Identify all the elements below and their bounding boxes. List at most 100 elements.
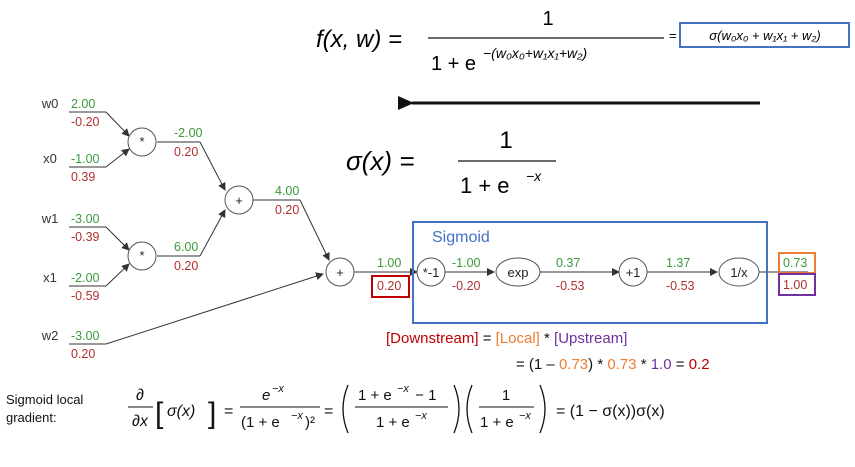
formula-boxed-text: σ(w₀x₀ + w₁x₁ + w₂) [709,28,820,43]
f2-num-tail: − 1 [411,387,436,404]
edge-grad: 0.20 [275,203,299,217]
formula-lhs: f(x, w) = [316,26,402,53]
sigmoid-group-label: Sigmoid [432,229,490,246]
rule-upstream: [Upstream] [554,330,627,347]
edge-grad: 1.00 [783,278,807,292]
op-label: * [139,248,144,263]
f2-den: 1 + e [376,414,410,431]
node-exp [495,257,541,287]
edge-grad: -0.53 [666,279,695,293]
local-grad-label-2: gradient: [6,410,57,425]
rule-mul: * [540,330,554,347]
output-grad-box [778,273,816,296]
rule-downstream: [Downstream] [386,330,479,347]
op-label: + [235,193,243,208]
bracket-right: ] [208,397,216,430]
input-value: 2.00 [71,97,95,111]
formula-boxed-frame [679,22,850,48]
eq-1: = [224,403,233,420]
edge-value: 1.37 [666,256,690,270]
input-name: w1 [41,211,59,226]
calc-part: ) * [588,356,607,373]
f2-num-exp: −x [397,383,409,395]
calc-local-value: 0.73 [559,356,588,373]
f1-den-exp: −x [291,410,303,422]
formula-rhs-eq: = [669,28,677,43]
edge-value: 1.00 [377,256,401,270]
paren-left [466,384,473,434]
eq-2: = [324,403,333,420]
calc-part: = [672,356,689,373]
edge-value: -1.00 [452,256,481,270]
input-grad: -0.39 [71,230,100,244]
rule-local: [Local] [496,330,540,347]
op-label: + [336,265,344,280]
formula-den-exp: −(w₀x₀+w₁x₁+w₂) [483,45,587,61]
op-label: +1 [626,265,641,280]
node-mul-1 [127,127,157,157]
local-grad-equation: ∂ ∂x [ σ(x) ] = e −x (1 + e −x )² = 1 + … [128,383,665,434]
deriv-num: ∂ [136,387,144,404]
input-grad: -0.20 [71,115,100,129]
sigmoid-group-box [412,221,768,324]
f3-num: 1 [502,387,510,404]
downstream-grad-box [371,275,410,298]
edge-grad: -0.53 [556,279,585,293]
calc-part: * [637,356,651,373]
node-labels: * * + + *-1 exp +1 1/x [139,134,748,280]
input-grad: 0.39 [71,170,95,184]
formula-numerator: 1 [542,8,553,30]
sigmoid-def-den-exp: −x [526,168,542,184]
edge-grad: 0.20 [174,145,198,159]
paren-right [539,384,546,434]
calc-line: = (1 – 0.73) * 0.73 * 1.0 = 0.2 [516,356,710,373]
input-grad: 0.20 [71,347,95,361]
edge-labels: -2.00 0.20 6.00 0.20 4.00 0.20 1.00 0.20… [174,126,807,293]
input-value: -2.00 [71,271,100,285]
sigmoid-def-lhs: σ(x) = [346,146,414,176]
sigmoid-def-den-base: 1 + e [460,173,510,198]
calc-local-value-2: 0.73 [607,356,636,373]
edge-grad: 0.20 [377,279,401,293]
op-label: * [139,134,144,149]
node-mul-2 [127,241,157,271]
edge-value: 0.73 [783,256,807,270]
input-value: -1.00 [71,152,100,166]
calc-result: 0.2 [689,356,710,373]
node-add-1 [224,185,254,215]
local-grad-result: = (1 − σ(x))σ(x) [556,403,665,420]
bracket-left: [ [155,397,164,430]
f1-den-tail: )² [305,414,315,431]
top-formula: f(x, w) = 1 1 + e −(w₀x₀+w₁x₁+w₂) = σ(w₀… [316,8,850,75]
op-label: 1/x [730,265,748,280]
f3-den: 1 + e [480,414,514,431]
op-label: exp [508,265,529,280]
edge-grad: -0.20 [452,279,481,293]
node-neg [416,257,446,287]
input-name: w2 [41,328,59,343]
local-grad-label-1: Sigmoid local [6,392,83,407]
input-value: -3.00 [71,329,100,343]
op-label: *-1 [423,265,440,280]
node-recip [718,257,760,287]
input-name: x1 [43,270,57,285]
input-name: x0 [43,151,57,166]
f1-num-exp: −x [272,383,284,395]
input-grad: -0.59 [71,289,100,303]
input-labels: w0 2.00 -0.20 x0 -1.00 0.39 w1 -3.00 -0.… [41,96,100,361]
input-name: w0 [41,96,59,111]
sigmoid-definition: σ(x) = 1 1 + e −x [346,127,556,198]
deriv-den: ∂x [132,413,149,430]
f1-den: (1 + e [241,414,280,431]
f2-den-exp: −x [415,410,427,422]
chain-rule-line: [Downstream] = [Local] * [Upstream] [386,330,627,347]
sig-x: σ(x) [167,403,195,420]
input-value: -3.00 [71,212,100,226]
f1-num: e [262,387,270,404]
f3-den-exp: −x [519,410,531,422]
paren-right [453,384,460,434]
edge-value: 6.00 [174,240,198,254]
node-plus1 [618,257,648,287]
edge-value: 4.00 [275,184,299,198]
